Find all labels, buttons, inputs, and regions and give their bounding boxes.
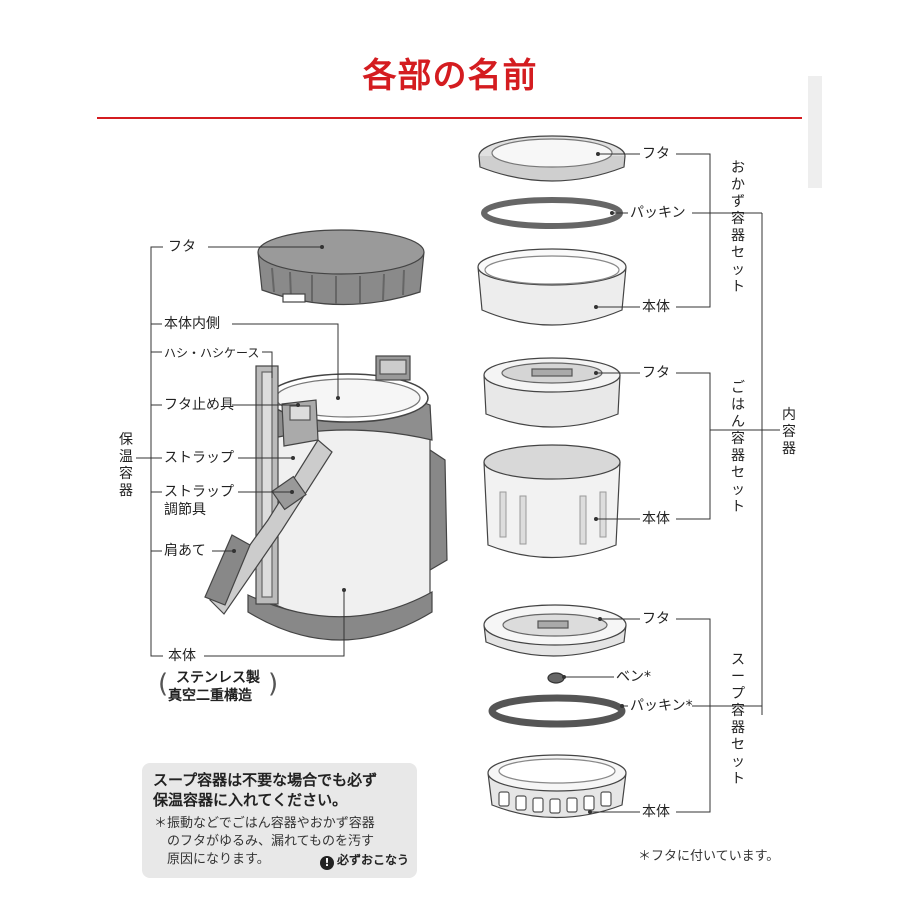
page-title: 各部の名前 bbox=[362, 56, 538, 96]
valve-label: ベン* bbox=[616, 669, 651, 685]
strap-illustration bbox=[209, 439, 333, 615]
thermal-inner-label: 本体内側 bbox=[164, 316, 220, 332]
gohan-lid-label: フタ bbox=[642, 365, 670, 381]
title-rule bbox=[97, 117, 802, 119]
gohan-lid-illustration bbox=[483, 357, 621, 428]
soup-lid-label: フタ bbox=[642, 611, 670, 627]
gohan-body-illustration bbox=[483, 444, 621, 559]
thermal-group-label: 保温容器 bbox=[119, 432, 133, 499]
open-paren: ( bbox=[158, 669, 169, 699]
okazu-packing-illustration bbox=[481, 197, 623, 229]
note-sub-line2: のフタがゆるみ、漏れてものを汚す bbox=[154, 834, 374, 849]
must-do-label: 必ずおこなう bbox=[336, 853, 409, 867]
exclamation-icon: ! bbox=[319, 856, 334, 870]
body-structure-label: 真空二重構造 bbox=[168, 688, 252, 704]
okazu-lid-illustration bbox=[478, 135, 626, 182]
inner-group-label: 内容器 bbox=[782, 407, 796, 457]
strap-adjuster-label-line1: ストラップ bbox=[164, 484, 234, 500]
note-main-line1: スープ容器は不要な場合でも必ず bbox=[153, 771, 378, 789]
note-sub-line1: ＊振動などでごはん容器やおかず容器 bbox=[154, 816, 375, 831]
note-main-line2: 保温容器に入れてください。 bbox=[153, 791, 348, 809]
valve-illustration bbox=[547, 672, 565, 684]
thermal-body-label: 本体 bbox=[168, 648, 196, 664]
chopstick-case-illustration bbox=[255, 365, 279, 605]
body-material-label: ステンレス製 bbox=[176, 670, 260, 686]
lid-clip-label: フタ止め具 bbox=[164, 397, 234, 413]
soup-packing-label: パッキン* bbox=[630, 698, 693, 714]
soup-body-label: 本体 bbox=[642, 804, 670, 820]
soup-set-label: スープ容器セット bbox=[731, 652, 745, 787]
soup-lid-illustration bbox=[483, 604, 627, 657]
soup-body-illustration bbox=[487, 754, 627, 819]
okazu-set-label: おかず容器セット bbox=[731, 160, 745, 295]
thermal-lid-illustration bbox=[257, 229, 425, 306]
shoulder-pad-illustration bbox=[204, 534, 251, 606]
okazu-packing-label: パッキン bbox=[630, 205, 686, 221]
warning-note: スープ容器は不要な場合でも必ず 保温容器に入れてください。 ＊振動などでごはん容… bbox=[142, 763, 417, 878]
okazu-lid-label: フタ bbox=[642, 146, 670, 162]
close-paren: ) bbox=[268, 669, 279, 699]
okazu-body-label: 本体 bbox=[642, 299, 670, 315]
shoulder-pad-label: 肩あて bbox=[164, 543, 206, 559]
soup-packing-illustration bbox=[488, 694, 626, 728]
gohan-body-label: 本体 bbox=[642, 511, 670, 527]
note-sub-line3: 原因になります。 bbox=[154, 852, 270, 867]
strap-adjuster-label-line2: 調節具 bbox=[164, 502, 206, 518]
must-do-badge: !必ずおこなう bbox=[319, 851, 409, 870]
chopsticks-label: ハシ・ハシケース bbox=[164, 346, 260, 360]
okazu-body-illustration bbox=[477, 248, 627, 326]
thermal-lid-label: フタ bbox=[168, 239, 196, 255]
note-main-text: スープ容器は不要な場合でも必ず 保温容器に入れてください。 bbox=[153, 770, 377, 810]
footnote: ＊フタに付いています。 bbox=[638, 849, 780, 864]
note-sub-text: ＊振動などでごはん容器やおかず容器 のフタがゆるみ、漏れてものを汚す 原因になり… bbox=[154, 815, 414, 869]
gohan-set-label: ごはん容器セット bbox=[731, 380, 745, 515]
strap-label: ストラップ bbox=[164, 450, 234, 466]
